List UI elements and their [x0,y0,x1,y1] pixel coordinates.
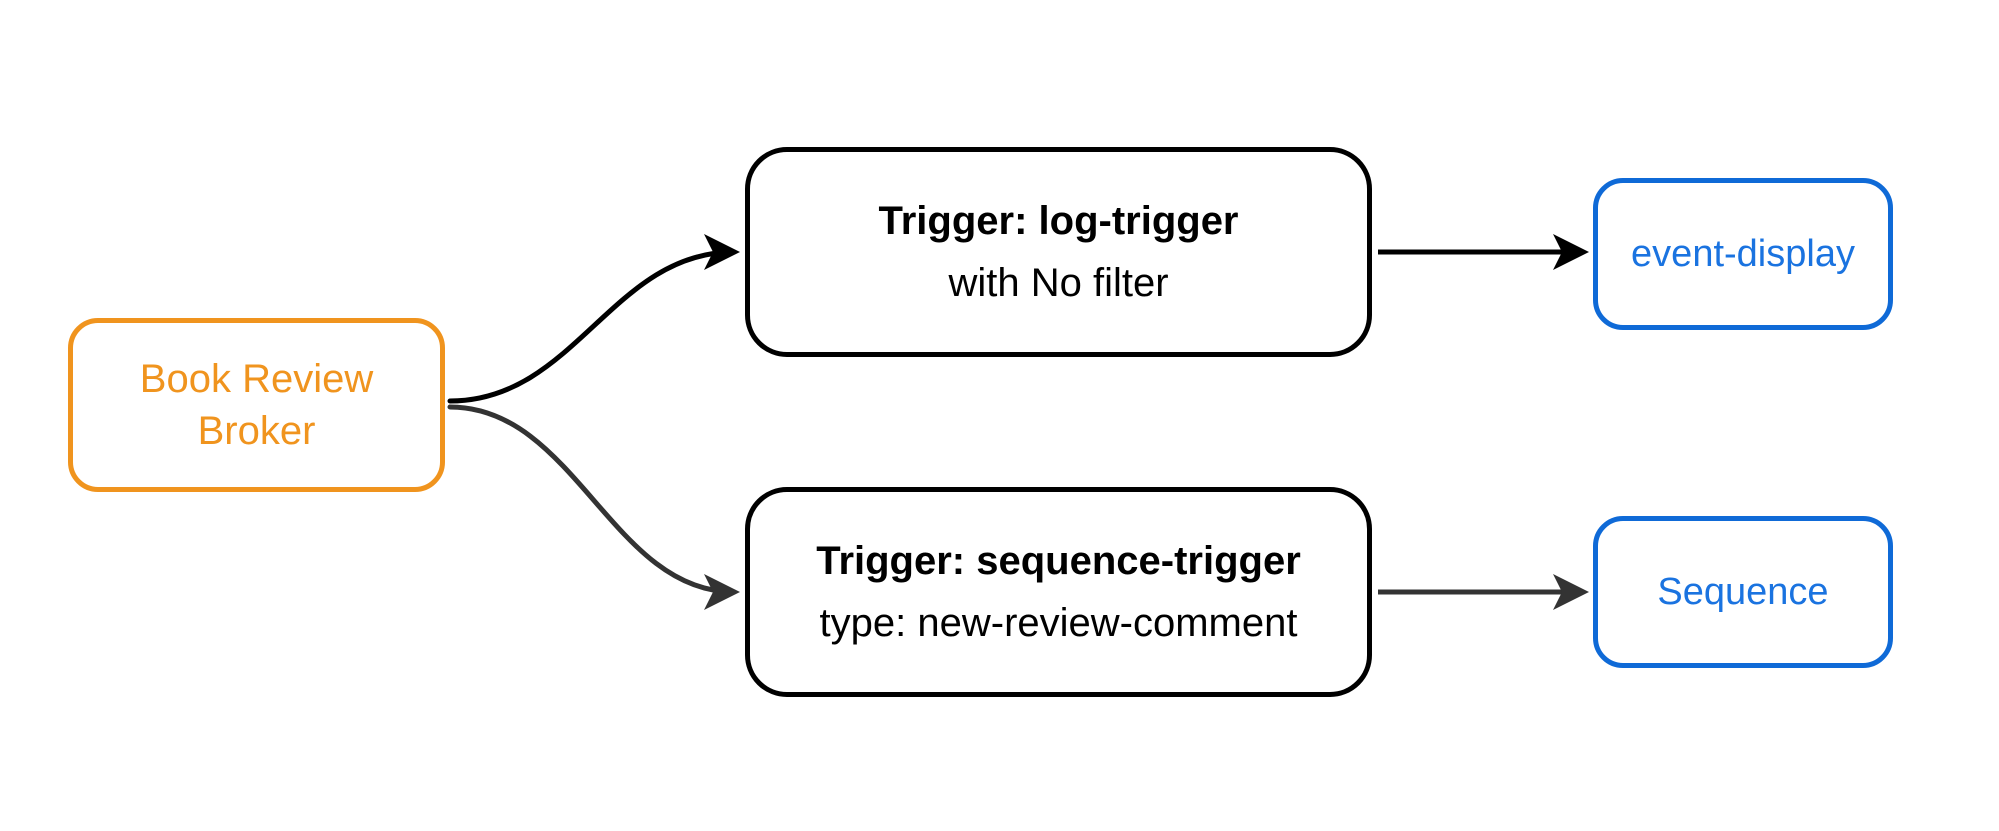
node-sequence-trigger-subtitle: type: new-review-comment [819,601,1298,645]
node-broker: Book Review Broker [68,318,445,492]
node-log-trigger-title: Trigger: log-trigger [878,199,1239,243]
edge-broker-to-sequence-trigger [447,404,740,610]
node-sequence-trigger: Trigger: sequence-trigger type: new-revi… [745,487,1372,697]
node-sequence-label: Sequence [1657,570,1829,613]
node-log-trigger-subtitle: with No filter [948,261,1169,305]
node-sequence: Sequence [1593,516,1893,668]
edge-broker-to-log-trigger [447,234,740,404]
node-broker-label: Book Review Broker [139,357,374,453]
node-log-trigger: Trigger: log-trigger with No filter [745,147,1372,357]
node-event-display-label: event-display [1631,232,1855,275]
node-event-display: event-display [1593,178,1893,330]
node-sequence-trigger-title: Trigger: sequence-trigger [816,539,1301,583]
